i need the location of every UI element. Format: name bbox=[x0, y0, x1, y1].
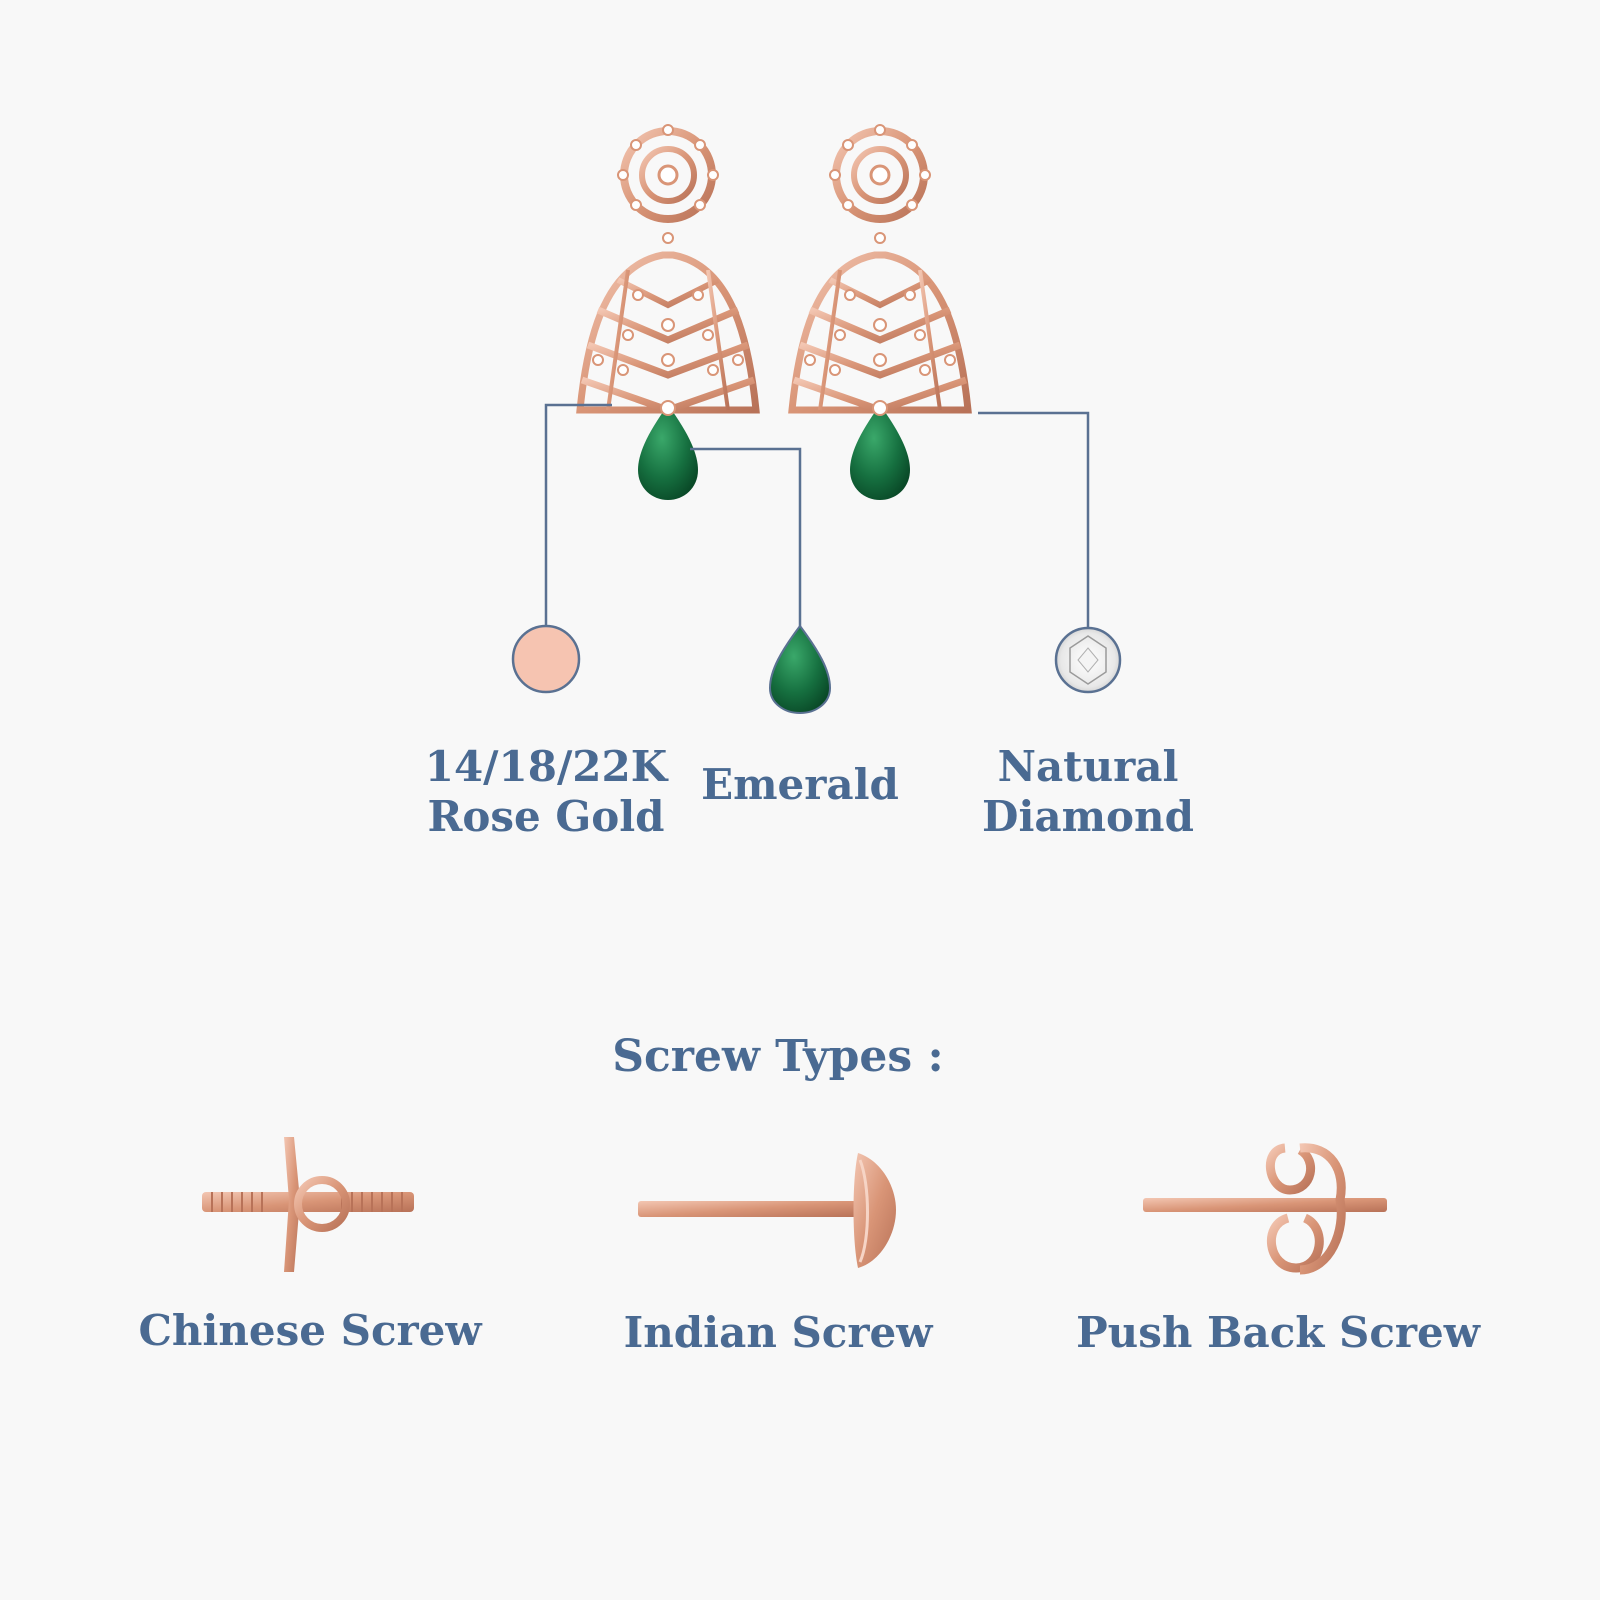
earring-right-image bbox=[792, 125, 968, 500]
indian-screw-icon bbox=[638, 1153, 896, 1268]
diamond-gem-icon bbox=[1054, 626, 1122, 694]
push-back-screw-icon bbox=[1143, 1143, 1387, 1275]
chinese-screw-icon bbox=[202, 1137, 414, 1272]
rose-gold-swatch-icon bbox=[511, 624, 581, 694]
screw-label-chinese: Chinese Screw bbox=[138, 1306, 482, 1355]
material-label-rose-gold-line1: 14/18/22K bbox=[424, 742, 668, 791]
emerald-pear-icon bbox=[768, 624, 832, 715]
material-label-emerald-line1: Emerald bbox=[701, 760, 899, 809]
material-label-rose-gold: 14/18/22K Rose Gold bbox=[418, 742, 674, 842]
connector-diamond bbox=[978, 411, 1090, 628]
screw-types-title: Screw Types : bbox=[612, 1031, 944, 1082]
screw-label-push-back: Push Back Screw bbox=[1076, 1308, 1480, 1357]
connector-emerald bbox=[690, 447, 802, 628]
material-label-diamond-line2: Diamond bbox=[982, 792, 1194, 841]
earring-left-image bbox=[580, 125, 756, 500]
material-label-rose-gold-line2: Rose Gold bbox=[427, 792, 665, 841]
material-label-diamond-line1: Natural bbox=[997, 742, 1179, 791]
material-label-diamond: Natural Diamond bbox=[970, 742, 1206, 842]
screw-label-indian: Indian Screw bbox=[623, 1308, 933, 1357]
connector-rose-gold bbox=[544, 403, 612, 628]
material-label-emerald: Emerald bbox=[690, 760, 910, 810]
connector-lines bbox=[544, 403, 1090, 628]
